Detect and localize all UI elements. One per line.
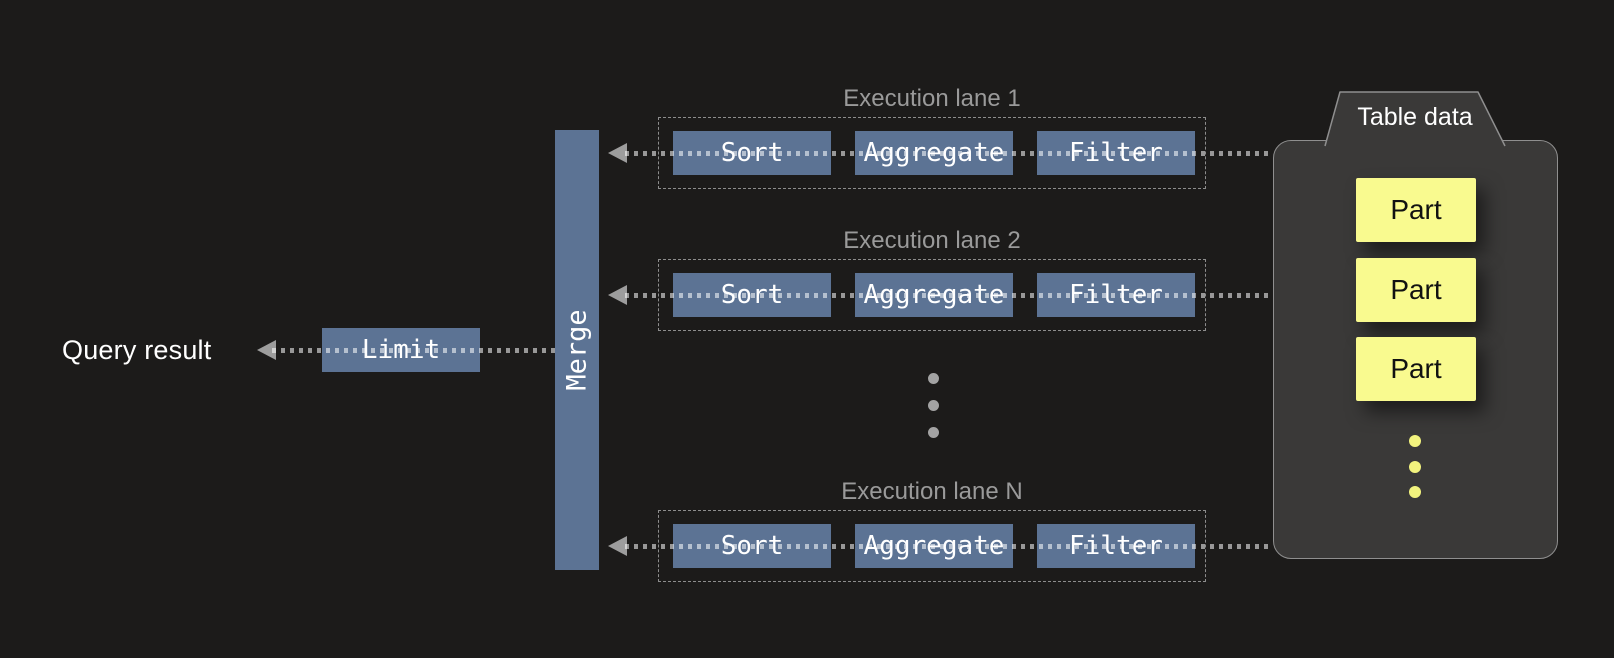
query-result-label: Query result	[62, 335, 212, 365]
table-data-tab	[1324, 91, 1506, 147]
arrow-left-icon	[608, 285, 627, 305]
dotted-connector	[625, 151, 1273, 156]
table-data-title: Table data	[1357, 103, 1473, 131]
parts-ellipsis-dot	[1409, 435, 1421, 447]
lane-title: Execution lane 2	[843, 227, 1021, 254]
dotted-connector	[625, 293, 1273, 298]
limit-row: Limit	[257, 328, 557, 372]
arrow-left-icon	[608, 143, 627, 163]
merge-label: Merge	[561, 309, 593, 391]
parts-ellipsis-dot	[1409, 486, 1421, 498]
table-part-box: Part	[1356, 258, 1476, 322]
lane-dashed-frame: Execution lane 2	[658, 227, 1206, 331]
arrow-left-icon	[608, 536, 627, 556]
lane-title: Execution lane N	[841, 478, 1023, 505]
execution-lane-1: Execution lane 1 Sort Aggregate Filter	[608, 85, 1273, 189]
lanes-ellipsis-dot	[928, 373, 939, 384]
dotted-connector	[272, 348, 555, 353]
execution-lane-n: Execution lane N Sort Aggregate Filter	[608, 478, 1273, 582]
arrow-left-icon	[257, 340, 276, 360]
lane-dashed-frame: Execution lane 1	[658, 85, 1206, 189]
merge-operator-bar: Merge	[555, 130, 599, 570]
table-part-box: Part	[1356, 178, 1476, 242]
table-part-box: Part	[1356, 337, 1476, 401]
lane-dashed-frame: Execution lane N	[658, 478, 1206, 582]
lane-title: Execution lane 1	[843, 85, 1021, 112]
parts-ellipsis-dot	[1409, 461, 1421, 473]
lanes-ellipsis-dot	[928, 400, 939, 411]
dotted-connector	[625, 544, 1273, 549]
lanes-ellipsis-dot	[928, 427, 939, 438]
execution-lane-2: Execution lane 2 Sort Aggregate Filter	[608, 227, 1273, 331]
